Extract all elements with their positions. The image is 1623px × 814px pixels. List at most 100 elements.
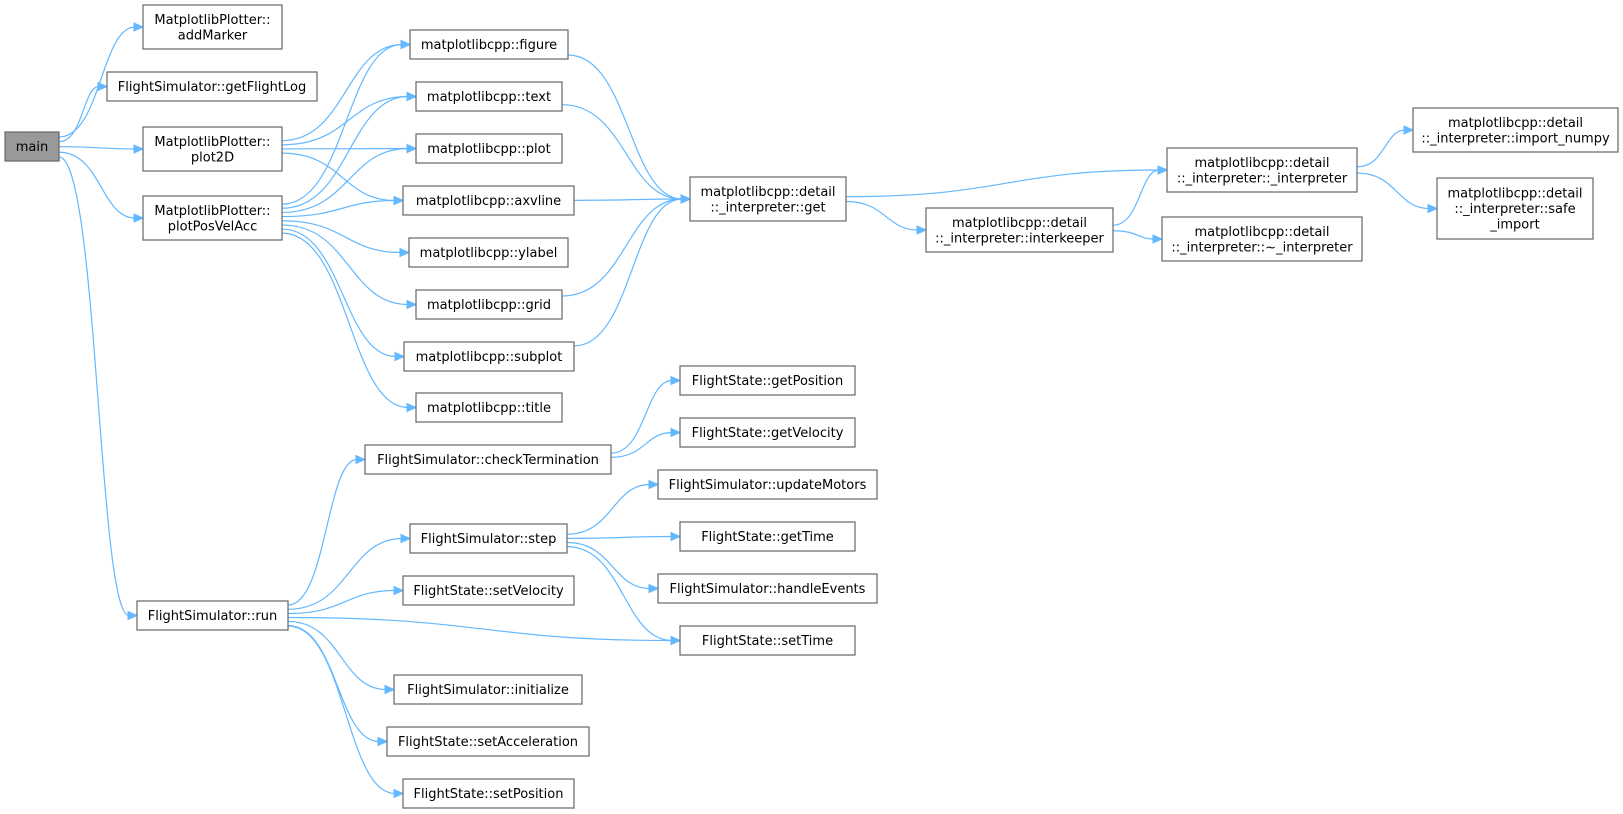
node-box [657,469,878,500]
node-title[interactable]: matplotlibcpp::title [415,392,563,423]
node-label: FlightSimulator::initialize [407,683,569,698]
edge-line [281,95,409,209]
node-setTime[interactable]: FlightState::setTime [679,625,856,656]
node-box [402,778,575,809]
node-step[interactable]: FlightSimulator::step [409,523,568,554]
edge-line [287,589,396,615]
node-setVelocity[interactable]: FlightState::setVelocity [402,575,575,606]
edge-step-to-handleEvents [566,541,660,594]
edge-axvline-to-interpGet [573,194,692,204]
node-updateMotors[interactable]: FlightSimulator::updateMotors [657,469,878,500]
node-label: matplotlibcpp::plot [427,142,550,157]
node-label: matplotlibcpp::detail [952,216,1087,231]
node-text[interactable]: matplotlibcpp::text [415,81,563,112]
edge-line [281,224,409,306]
node-getTime[interactable]: FlightState::getTime [679,521,856,552]
edge-line [845,169,1160,198]
node-figure[interactable]: matplotlibcpp::figure [409,29,569,60]
node-label: matplotlibcpp::ylabel [420,246,558,261]
node-interpGet[interactable]: matplotlibcpp::detail::_interpreter::get [689,176,847,222]
edge-arrowhead [1403,125,1415,135]
node-label: MatplotlibPlotter:: [154,204,270,219]
node-label: MatplotlibPlotter:: [154,135,270,150]
edge-arrowhead [400,39,412,50]
edge-arrowhead [670,427,682,438]
edge-main-to-addMarker [58,22,145,138]
edge-run-to-setPosition [287,625,405,799]
edge-line [1356,129,1406,168]
edge-subplot-to-interpGet [573,194,692,347]
node-initialize[interactable]: FlightSimulator::initialize [393,674,583,705]
edge-arrowhead [393,585,405,596]
node-label: matplotlibcpp::detail [1194,156,1329,171]
node-grid[interactable]: matplotlibcpp::grid [415,289,563,320]
edge-line [58,151,136,219]
node-addMarker[interactable]: MatplotlibPlotter::addMarker [142,4,283,50]
edge-line [281,43,403,205]
node-ylabel[interactable]: matplotlibcpp::ylabel [408,237,569,268]
node-label: FlightSimulator::step [421,532,557,547]
node-safeImport[interactable]: matplotlibcpp::detail::_interpreter::saf… [1436,177,1594,240]
node-setAcceleration[interactable]: FlightState::setAcceleration [386,726,590,757]
edge-arrowhead [1427,203,1439,214]
node-subplot[interactable]: matplotlibcpp::subplot [403,341,575,372]
node-box [1436,177,1594,240]
edge-main-to-plot2D [58,144,145,154]
edge-arrowhead [406,402,418,413]
edge-line [58,85,100,143]
node-interpCtor[interactable]: matplotlibcpp::detail::_interpreter::_in… [1166,147,1358,193]
node-label: matplotlibcpp::text [427,90,551,105]
node-label: matplotlibcpp::grid [427,298,551,313]
node-box [393,674,583,705]
edge-interpGet-to-interkeeper [845,200,928,235]
node-box [1161,216,1363,262]
node-label: main [16,140,48,155]
node-run[interactable]: FlightSimulator::run [136,600,289,631]
edge-arrowhead [400,533,412,544]
node-interkeeper[interactable]: matplotlibcpp::detail::_interpreter::int… [925,207,1114,253]
edges-layer [58,22,1439,799]
node-box [679,417,856,448]
edge-line [287,537,403,610]
node-label: FlightState::getPosition [692,374,843,389]
edge-arrowhead [916,225,928,235]
edge-arrowhead [377,736,389,747]
edge-run-to-setVelocity [287,585,405,615]
edge-arrowhead [670,635,682,646]
node-label: FlightSimulator::getFlightLog [118,80,306,95]
node-checkTermination[interactable]: FlightSimulator::checkTermination [364,444,612,475]
edge-arrowhead [133,213,145,223]
edge-plotPosVelAcc-to-plot [281,143,418,214]
edge-arrowhead [393,788,405,799]
node-label: MatplotlibPlotter:: [154,13,270,28]
node-plot[interactable]: matplotlibcpp::plot [415,133,563,164]
edge-line [281,43,403,142]
edge-arrowhead [670,375,682,386]
edge-arrowhead [648,479,660,490]
node-interpDtor[interactable]: matplotlibcpp::detail::_interpreter::~_i… [1161,216,1363,262]
node-plot2D[interactable]: MatplotlibPlotter::plot2D [142,126,283,172]
node-plotPosVelAcc[interactable]: MatplotlibPlotter::plotPosVelAcc [142,195,283,241]
edge-arrowhead [670,531,682,542]
node-importNumpy[interactable]: matplotlibcpp::detail::_interpreter::imp… [1412,107,1619,153]
node-box [415,392,563,423]
node-handleEvents[interactable]: FlightSimulator::handleEvents [657,573,878,604]
node-label: matplotlibcpp::figure [421,38,557,53]
node-setPosition[interactable]: FlightState::setPosition [402,778,575,809]
edge-line [1112,230,1155,240]
node-label: FlightState::setVelocity [413,584,564,599]
node-axvline[interactable]: matplotlibcpp::axvline [402,185,575,216]
node-getPosition[interactable]: FlightState::getPosition [679,365,856,396]
node-main[interactable]: main [4,131,60,162]
edge-line [566,546,673,642]
node-box [409,523,568,554]
edge-line [1112,169,1160,226]
node-getFlightLog[interactable]: FlightSimulator::getFlightLog [106,71,318,102]
node-box [142,195,283,241]
node-getVelocity[interactable]: FlightState::getVelocity [679,417,856,448]
edge-plotPosVelAcc-to-text [281,91,418,209]
edge-step-to-updateMotors [566,479,660,535]
edge-arrowhead [399,247,411,258]
node-box [408,237,569,268]
edge-arrowhead [133,22,145,32]
